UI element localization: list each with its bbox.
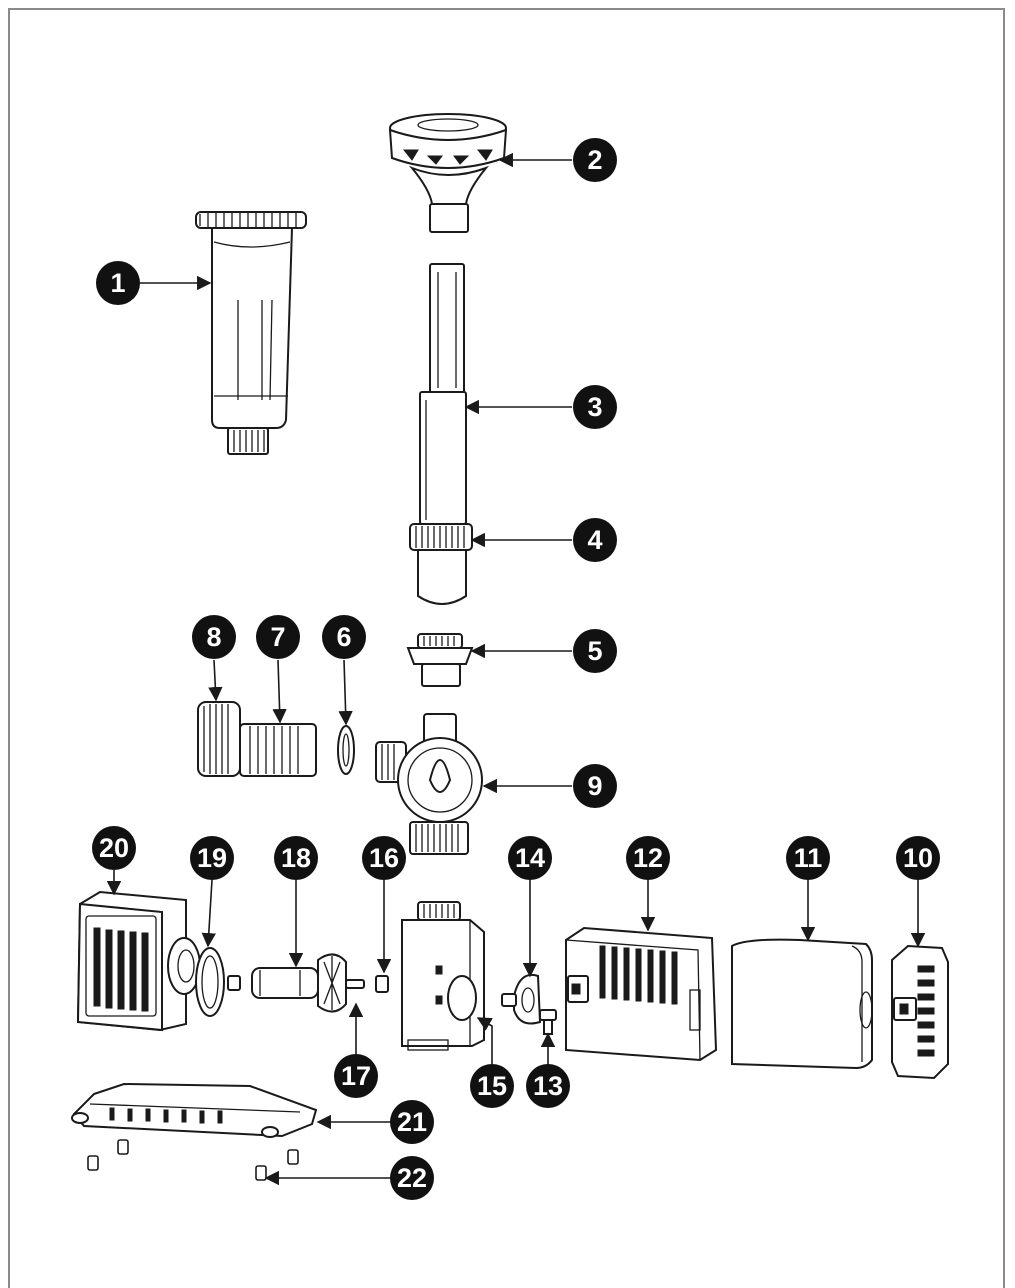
part-18-impeller-rotor	[227, 953, 365, 1013]
leader-19	[201, 879, 216, 948]
callout-5: 5	[573, 629, 617, 673]
part-4-locking-ring	[409, 523, 473, 605]
part-19-seal-ring	[195, 947, 225, 1017]
leader-7	[272, 659, 287, 724]
svg-text:7: 7	[270, 622, 285, 652]
callout-10: 10	[896, 836, 940, 880]
callout-21: 21	[390, 1100, 434, 1144]
part-3-extension-tube	[419, 263, 467, 525]
part-5-adapter	[406, 633, 474, 687]
callout-8: 8	[192, 615, 236, 659]
part-16-bushing	[375, 975, 389, 993]
svg-text:8: 8	[206, 622, 221, 652]
part-10-end-cap	[891, 944, 949, 1080]
leader-lines	[106, 152, 926, 1186]
svg-text:16: 16	[369, 843, 399, 873]
part-8-outlet-nut	[197, 701, 241, 777]
callout-6: 6	[322, 615, 366, 659]
diagram-frame	[8, 8, 1005, 1288]
callout-20: 20	[92, 826, 136, 870]
part-9-flow-valve	[375, 713, 483, 855]
callout-4: 4	[573, 518, 617, 562]
part-2-fountain-head	[388, 113, 508, 233]
part-11-outer-cover	[731, 938, 873, 1070]
callout-22: 22	[390, 1156, 434, 1200]
svg-text:5: 5	[587, 636, 602, 666]
part-13-shaft-pin	[539, 1009, 557, 1035]
callout-13: 13	[526, 1064, 570, 1108]
callout-1: 1	[96, 261, 140, 305]
callout-7: 7	[256, 615, 300, 659]
svg-text:2: 2	[587, 145, 602, 175]
leader-6	[338, 659, 353, 726]
callout-19: 19	[190, 836, 234, 880]
part-22-suction-feet	[87, 1139, 299, 1181]
svg-text:10: 10	[903, 843, 933, 873]
svg-text:4: 4	[587, 525, 602, 555]
part-20-intake-cover	[76, 890, 201, 1032]
leader-8	[208, 659, 223, 702]
callout-9: 9	[573, 764, 617, 808]
part-12-motor-block	[565, 926, 718, 1062]
svg-text:17: 17	[341, 1061, 371, 1091]
svg-text:12: 12	[633, 843, 663, 873]
svg-text:14: 14	[515, 843, 545, 873]
part-15-pump-housing	[401, 901, 485, 1051]
svg-text:6: 6	[336, 622, 351, 652]
leader-15	[476, 1017, 493, 1064]
svg-text:11: 11	[794, 843, 823, 873]
callout-12: 12	[626, 836, 670, 880]
callout-11: 11	[786, 836, 830, 880]
svg-text:3: 3	[587, 392, 602, 422]
callout-15: 15	[470, 1064, 514, 1108]
part-7-threaded-connector	[239, 723, 317, 777]
callout-14: 14	[508, 836, 552, 880]
callout-16: 16	[362, 836, 406, 880]
callout-3: 3	[573, 385, 617, 429]
svg-text:22: 22	[397, 1163, 427, 1193]
svg-text:1: 1	[110, 268, 125, 298]
callout-18: 18	[274, 836, 318, 880]
callout-2: 2	[573, 138, 617, 182]
part-21-base-plate	[71, 1082, 318, 1138]
svg-text:9: 9	[587, 771, 602, 801]
svg-text:20: 20	[99, 833, 129, 863]
svg-text:13: 13	[533, 1071, 563, 1101]
callout-17: 17	[334, 1054, 378, 1098]
part-14-impeller-cover	[501, 974, 542, 1025]
svg-text:18: 18	[281, 843, 311, 873]
svg-text:19: 19	[197, 843, 227, 873]
svg-text:15: 15	[477, 1071, 507, 1101]
part-1-filter-cartridge	[195, 211, 307, 455]
svg-text:21: 21	[397, 1107, 427, 1137]
part-6-o-ring	[337, 725, 355, 775]
callout-badges: 1 2 3 4 5 6 7 8 9 10 11 12 13 14 15 16 1…	[92, 138, 940, 1200]
